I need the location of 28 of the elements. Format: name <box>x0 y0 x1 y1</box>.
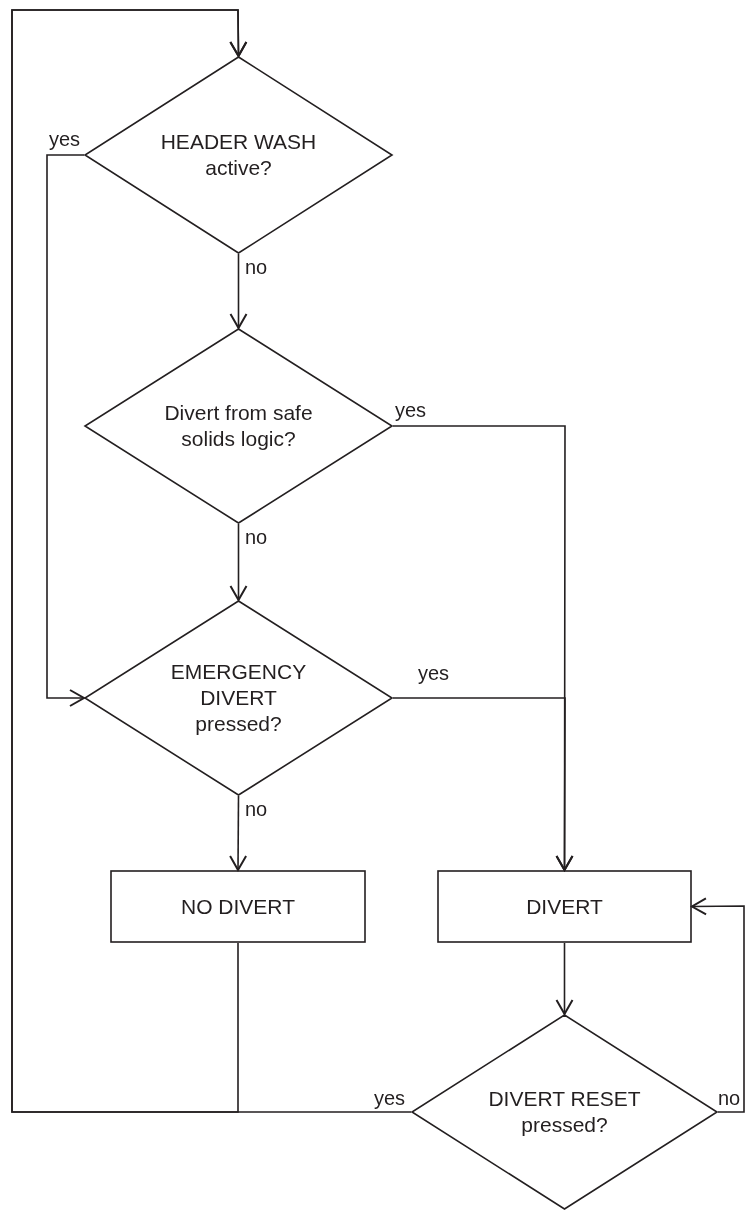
edge-label: no <box>245 256 268 278</box>
arrow <box>392 697 574 871</box>
process-box <box>110 870 366 943</box>
arrow <box>229 523 248 601</box>
edge-label: no <box>245 798 268 820</box>
decision-diamond <box>84 56 393 254</box>
edge-label: yes <box>374 1087 406 1109</box>
arrow <box>691 897 745 1113</box>
decision-diamond <box>84 600 393 796</box>
decision-diamond <box>411 1014 718 1210</box>
arrow <box>229 795 248 871</box>
edge-label: yes <box>418 662 450 684</box>
edge-label: yes <box>395 399 427 421</box>
decision-text: EMERGENCY DIVERT pressed? <box>169 659 308 737</box>
process-box <box>437 870 692 943</box>
edge-label: no <box>245 526 268 548</box>
edge-label: yes <box>49 128 81 150</box>
decision-diamond <box>84 328 393 524</box>
arrow <box>11 9 412 1113</box>
process-text: DIVERT <box>525 893 604 920</box>
decision-text: DIVERT RESET pressed? <box>487 1086 642 1138</box>
process-text: NO DIVERT <box>180 893 296 920</box>
arrow <box>229 253 248 329</box>
decision-text: Divert from safe solids logic? <box>163 400 314 452</box>
decision-text: HEADER WASH active? <box>159 129 318 181</box>
edge-label: no <box>718 1087 741 1109</box>
arrow <box>46 154 85 707</box>
arrow <box>555 942 574 1015</box>
